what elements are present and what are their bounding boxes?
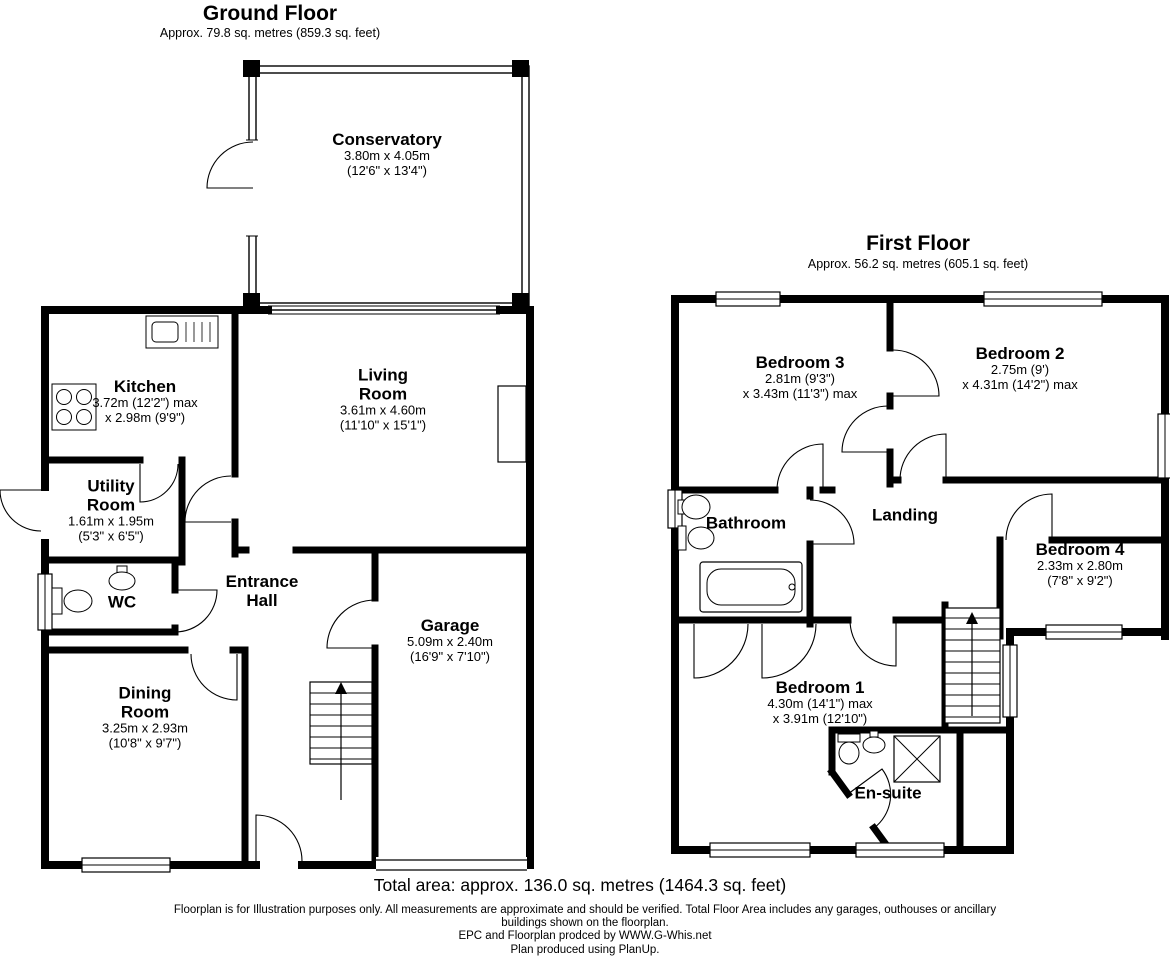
- room-label-bedroom-3: Bedroom 3 2.81m (9'3") x 3.43m (11'3") m…: [743, 353, 858, 401]
- room-name: Landing: [871, 505, 939, 525]
- ground-door-swings: [0, 141, 376, 862]
- room-dim: (7'8" x 9'2"): [1047, 572, 1113, 588]
- shower-icon: [893, 735, 941, 783]
- patio-doors: [268, 305, 500, 315]
- room-dim: 3.80m x 4.05m: [343, 148, 430, 163]
- ground-floor-area: Approx. 79.8 sq. metres (859.3 sq. feet): [159, 26, 381, 40]
- room-dim: 5.09m x 2.40m: [407, 634, 493, 649]
- room-dim: 3.25m x 2.93m: [102, 720, 188, 736]
- room-dim: 3.61m x 4.60m: [339, 402, 426, 418]
- ground-interior-walls: [41, 306, 534, 869]
- first-windows: [667, 291, 1170, 858]
- room-label-conservatory: Conservatory 3.80m x 4.05m (12'6" x 13'4…: [332, 130, 442, 178]
- room-name: Living Room: [357, 365, 409, 404]
- bathroom-toilet-icon: [677, 525, 715, 551]
- room-name: En-suite: [854, 783, 922, 803]
- room-dim: (16'9" x 7'10"): [410, 648, 490, 664]
- ground-floor-title: Ground Floor: [202, 2, 338, 25]
- room-label-bedroom-2: Bedroom 2 2.75m (9') x 4.31m (14'2") max: [962, 344, 1077, 392]
- room-dim: 3.72m (12'2") max: [92, 395, 198, 410]
- room-name: Kitchen: [113, 377, 177, 396]
- room-label-landing: Landing: [872, 506, 938, 525]
- room-label-kitchen: Kitchen 3.72m (12'2") max x 2.98m (9'9"): [92, 377, 197, 425]
- room-name: WC: [107, 592, 137, 612]
- room-label-dining-room: Dining Room 3.25m x 2.93m (10'8" x 9'7"): [102, 684, 188, 751]
- stairs-window: [1002, 644, 1018, 718]
- first-floor-area: Approx. 56.2 sq. metres (605.1 sq. feet): [807, 257, 1029, 271]
- first-door-swings: [693, 349, 1053, 829]
- ground-floor-plan: [0, 60, 534, 873]
- room-name: Utility Room: [86, 476, 136, 515]
- room-label-en-suite: En-suite: [854, 784, 921, 803]
- room-dim: x 2.98m (9'9"): [104, 409, 186, 425]
- room-name: Dining Room: [118, 683, 172, 722]
- room-dim: (5'3" x 6'5"): [78, 528, 144, 543]
- first-floor-plan: [667, 291, 1170, 858]
- room-dim: (10'8" x 9'7"): [108, 735, 182, 750]
- room-name: Bedroom 3: [755, 353, 845, 372]
- kitchen-sink-icon: [145, 315, 219, 349]
- ensuite-basin-icon: [862, 730, 886, 754]
- bedroom4-window: [1045, 624, 1123, 640]
- room-label-entrance-hall: Entrance Hall: [216, 572, 308, 610]
- room-dim: (11'10" x 15'1"): [339, 417, 427, 432]
- ensuite-toilet-icon: [837, 733, 861, 765]
- bedroom2-window-top: [983, 291, 1103, 307]
- hob-icon: [51, 383, 97, 431]
- room-name: Bathroom: [705, 513, 787, 533]
- dining-window: [81, 857, 171, 873]
- room-label-bedroom-4: Bedroom 4 2.33m x 2.80m (7'8" x 9'2"): [1036, 540, 1125, 588]
- room-dim: x 4.31m (14'2") max: [962, 376, 1078, 392]
- room-dim: x 3.91m (12'10"): [772, 710, 868, 726]
- room-dim: (12'6" x 13'4"): [347, 162, 427, 178]
- garage-door: [376, 857, 527, 873]
- bedroom1-window: [709, 842, 811, 858]
- ensuite-window: [855, 842, 945, 858]
- wc-toilet-icon: [51, 587, 93, 615]
- disclaimer-line-1: Floorplan is for Illustration purposes o…: [173, 904, 997, 916]
- living-room-bay: [497, 385, 527, 463]
- bath-icon: [699, 561, 803, 613]
- first-floor-title: First Floor: [866, 232, 970, 255]
- room-label-utility-room: Utility Room 1.61m x 1.95m (5'3" x 6'5"): [68, 477, 154, 544]
- conservatory-corner-posts: [243, 60, 529, 310]
- room-name: Garage: [420, 616, 480, 635]
- room-dim: 2.81m (9'3"): [765, 371, 835, 386]
- credit-line-2: Plan produced using PlanUp.: [510, 944, 660, 956]
- room-dim: 2.33m x 2.80m: [1036, 558, 1123, 573]
- room-name: Bedroom 2: [975, 344, 1065, 363]
- room-label-garage: Garage 5.09m x 2.40m (16'9" x 7'10"): [407, 616, 493, 664]
- first-interior-walls: [671, 295, 1169, 855]
- staircase-first-icon: [944, 607, 1001, 724]
- room-label-wc: WC: [108, 593, 136, 612]
- room-label-bathroom: Bathroom: [706, 514, 786, 533]
- room-name: Conservatory: [332, 130, 442, 149]
- room-dim: 2.75m (9'): [990, 362, 1050, 377]
- bathroom-basin-icon: [677, 494, 711, 520]
- wc-basin-icon: [108, 565, 136, 591]
- room-name: Bedroom 1: [775, 678, 865, 697]
- room-dim: 1.61m x 1.95m: [68, 513, 154, 529]
- wc-window: [37, 573, 53, 631]
- room-dim: x 3.43m (11'3") max: [742, 385, 858, 401]
- room-name: Bedroom 4: [1035, 540, 1125, 559]
- room-dim: 4.30m (14'1") max: [767, 696, 873, 711]
- total-area-text: Total area: approx. 136.0 sq. metres (14…: [373, 875, 787, 895]
- bedroom2-window-side: [1157, 413, 1170, 479]
- room-name: Entrance Hall: [225, 572, 299, 610]
- disclaimer-line-2: buildings shown on the floorplan.: [501, 917, 669, 929]
- room-label-living-room: Living Room 3.61m x 4.60m (11'10" x 15'1…: [340, 366, 426, 433]
- ground-windows: [37, 385, 527, 873]
- conservatory-walls: [243, 60, 530, 315]
- bedroom3-window: [715, 291, 781, 307]
- room-label-bedroom-1: Bedroom 1 4.30m (14'1") max x 3.91m (12'…: [767, 678, 872, 726]
- staircase-ground-icon: [309, 681, 373, 800]
- credit-line-1: EPC and Floorplan prodced by WWW.G-Whis.…: [458, 930, 712, 942]
